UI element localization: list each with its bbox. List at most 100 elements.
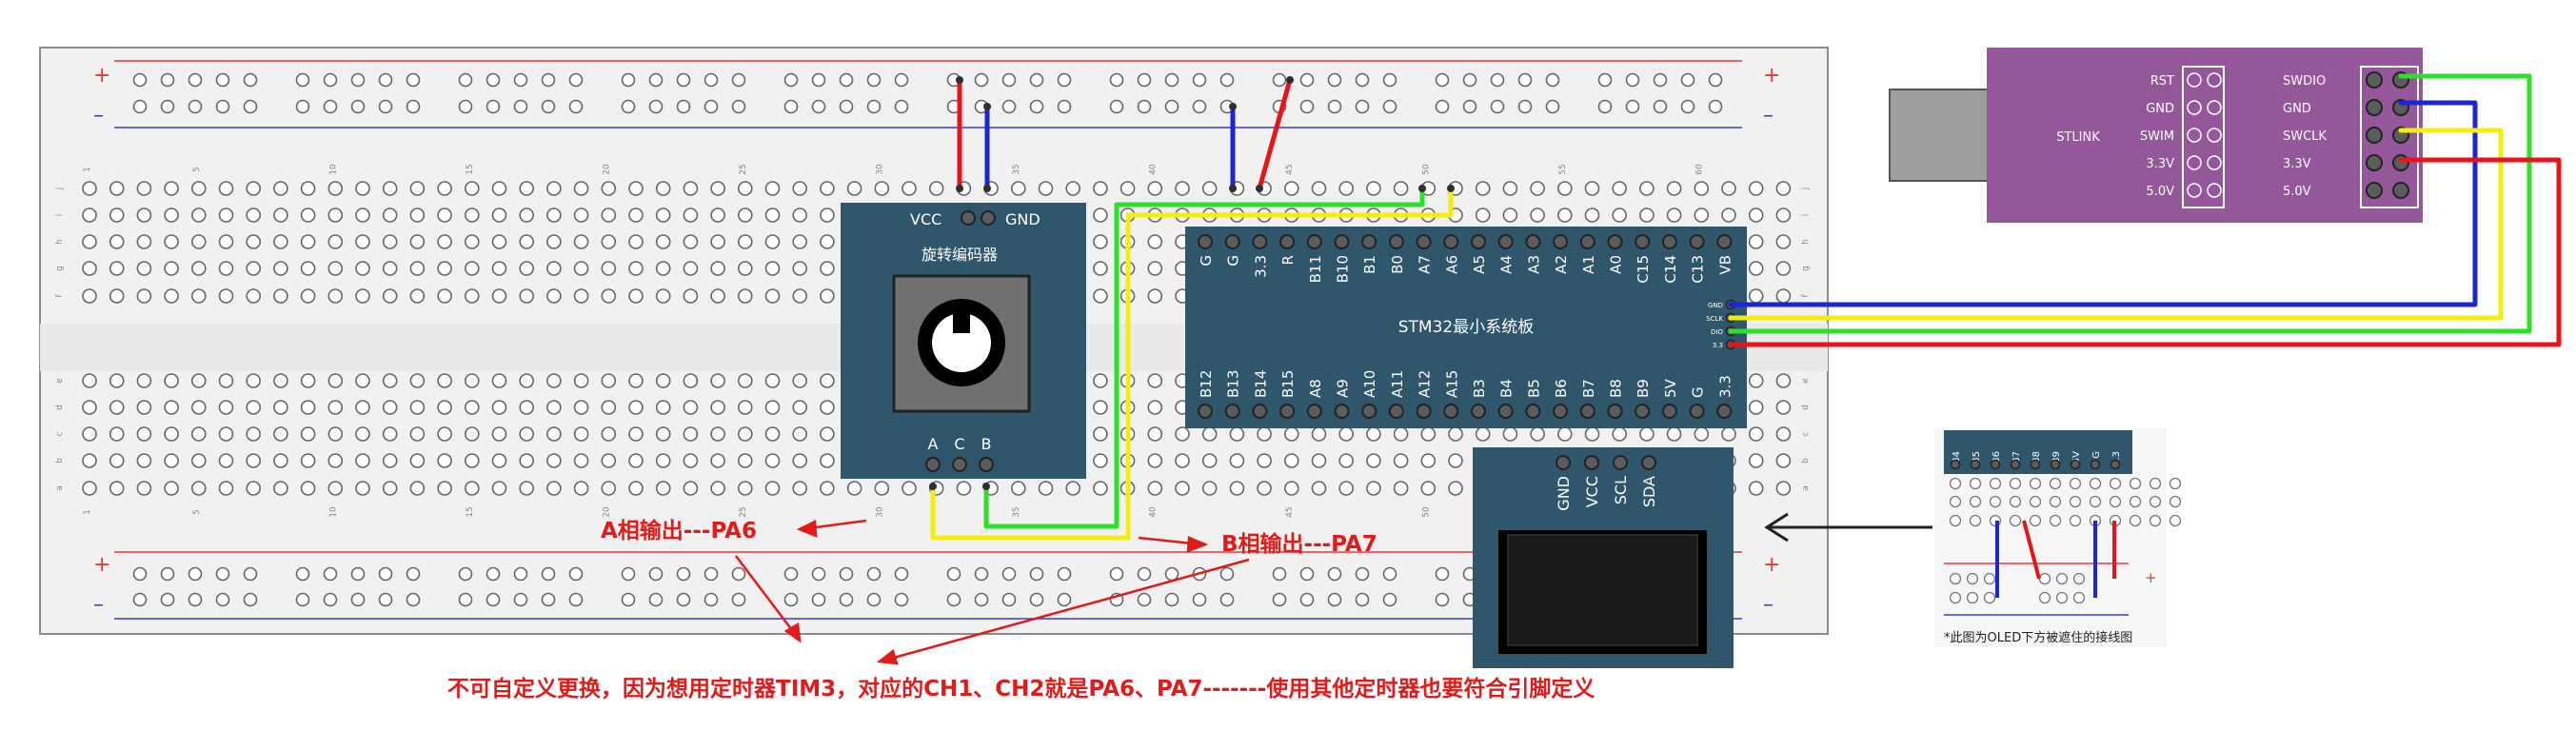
breadboard-hole: [683, 234, 699, 249]
breadboard-hole: [655, 426, 671, 442]
breadboard-hole: [573, 426, 589, 442]
rail-hole: [188, 566, 203, 582]
breadboard-hole: [573, 234, 589, 249]
breadboard-hole: [164, 181, 179, 196]
breadboard-hole: [355, 181, 370, 196]
rail-hole: [1192, 72, 1207, 88]
stm32-top-pin-label: A1: [1580, 255, 1597, 274]
rail-hole: [350, 592, 366, 607]
breadboard-hole: [546, 181, 562, 196]
breadboard-hole: [573, 481, 589, 496]
breadboard-hole: [1775, 481, 1792, 496]
rail-hole: [1164, 592, 1179, 607]
oled-pin-label: SDA: [1640, 476, 1658, 507]
breadboard-hole: [655, 261, 671, 276]
breadboard-hole: [1748, 234, 1764, 249]
breadboard-hole: [1311, 181, 1327, 196]
stm32-title: STM32最小系统板: [1398, 318, 1534, 337]
stm32-top-pin-label: B10: [1335, 255, 1352, 283]
breadboard-hole: [573, 288, 589, 304]
stm32-top-pin: [1252, 234, 1268, 249]
breadboard-hole: [1284, 453, 1299, 468]
stm32-bottom-pin: [1443, 404, 1459, 419]
breadboard-hole: [546, 234, 562, 249]
breadboard-hole: [191, 288, 207, 304]
breadboard-hole: [519, 426, 535, 442]
breadboard-hole: [519, 207, 535, 223]
breadboard-hole: [820, 181, 835, 196]
column-number: 35: [1012, 164, 1021, 174]
breadboard-hole: [683, 453, 699, 468]
rail-hole: [894, 72, 909, 88]
rail-hole: [406, 72, 421, 88]
stm32-bottom-pin: [1525, 404, 1541, 419]
stm32-bottom-pin-label: B14: [1252, 370, 1269, 398]
breadboard-hole: [218, 481, 234, 496]
breadboard-hole: [1147, 181, 1163, 196]
breadboard-hole: [355, 481, 370, 496]
breadboard-hole: [1475, 207, 1491, 223]
breadboard-hole: [737, 373, 753, 388]
breadboard-hole: [355, 400, 370, 415]
inset-holes: [1949, 477, 2182, 604]
breadboard-hole: [491, 207, 507, 223]
inset-rail-hole: [2072, 572, 2086, 585]
breadboard-hole: [1584, 426, 1600, 442]
breadboard-hole: [1366, 481, 1381, 496]
oled-pin-label: VCC: [1583, 476, 1601, 507]
encoder-vcc-pin: [961, 210, 976, 226]
breadboard-hole: [764, 288, 781, 304]
rail-hole: [894, 99, 909, 114]
breadboard-hole: [109, 261, 125, 276]
breadboard-hole: [1748, 373, 1764, 388]
breadboard-hole: [300, 261, 316, 276]
rail-hole: [1272, 566, 1287, 582]
breadboard-hole: [737, 234, 753, 249]
note-text: 不可自定义更换，因为想用定时器TIM3，对应的CH1、CH2就是PA6、PA7-…: [447, 676, 1595, 701]
column-number: 45: [1285, 506, 1295, 517]
wires: [929, 73, 2562, 541]
breadboard-hole: [1721, 426, 1736, 442]
breadboard-hole: [382, 261, 398, 276]
stm32-bottom-pin-label: A8: [1307, 379, 1324, 398]
breadboard-hole: [683, 373, 699, 388]
breadboard-hole: [1147, 261, 1163, 276]
stlink-name: STLINK: [2056, 130, 2100, 145]
stm32-swd-label: GND: [1708, 302, 1723, 309]
rail-hole: [350, 566, 366, 582]
rail-hole: [188, 72, 203, 88]
breadboard-hole: [519, 453, 535, 468]
breadboard-hole: [355, 234, 370, 249]
rail-hole: [1164, 72, 1179, 88]
stm32-top-pin-label: A2: [1553, 255, 1570, 274]
breadboard-hole: [956, 481, 972, 496]
breadboard-hole: [382, 288, 398, 304]
column-number: 20: [602, 164, 611, 175]
breadboard-hole: [628, 453, 644, 468]
stm32-top-pin-label: B1: [1361, 255, 1378, 274]
breadboard-hole: [1530, 426, 1545, 442]
rail-hole: [1164, 99, 1179, 114]
rail-hole: [1109, 72, 1124, 88]
rail-hole: [783, 566, 799, 582]
stlink-swd-pin-a: [2366, 127, 2383, 144]
column-number: 40: [1148, 506, 1158, 518]
stm32-bottom-pin-label: 3.3: [1716, 375, 1734, 398]
phase-a-arrowhead: [796, 520, 818, 538]
breadboard-hole: [764, 481, 781, 496]
column-number: 10: [328, 164, 338, 175]
inset-rail-hole: [1983, 591, 1996, 604]
inset-pin-label: B5: [1972, 451, 1982, 464]
row-letter: h: [55, 239, 65, 245]
breadboard-hole: [573, 453, 589, 468]
rail-hole: [1029, 592, 1044, 607]
breadboard-hole: [792, 181, 808, 196]
breadboard-hole: [382, 207, 398, 223]
breadboard-hole: [491, 234, 507, 249]
breadboard-hole: [1584, 181, 1600, 196]
breadboard-hole: [683, 181, 699, 196]
breadboard-hole: [573, 207, 589, 223]
breadboard-hole: [1147, 288, 1163, 304]
rail-hole: [1327, 72, 1342, 88]
